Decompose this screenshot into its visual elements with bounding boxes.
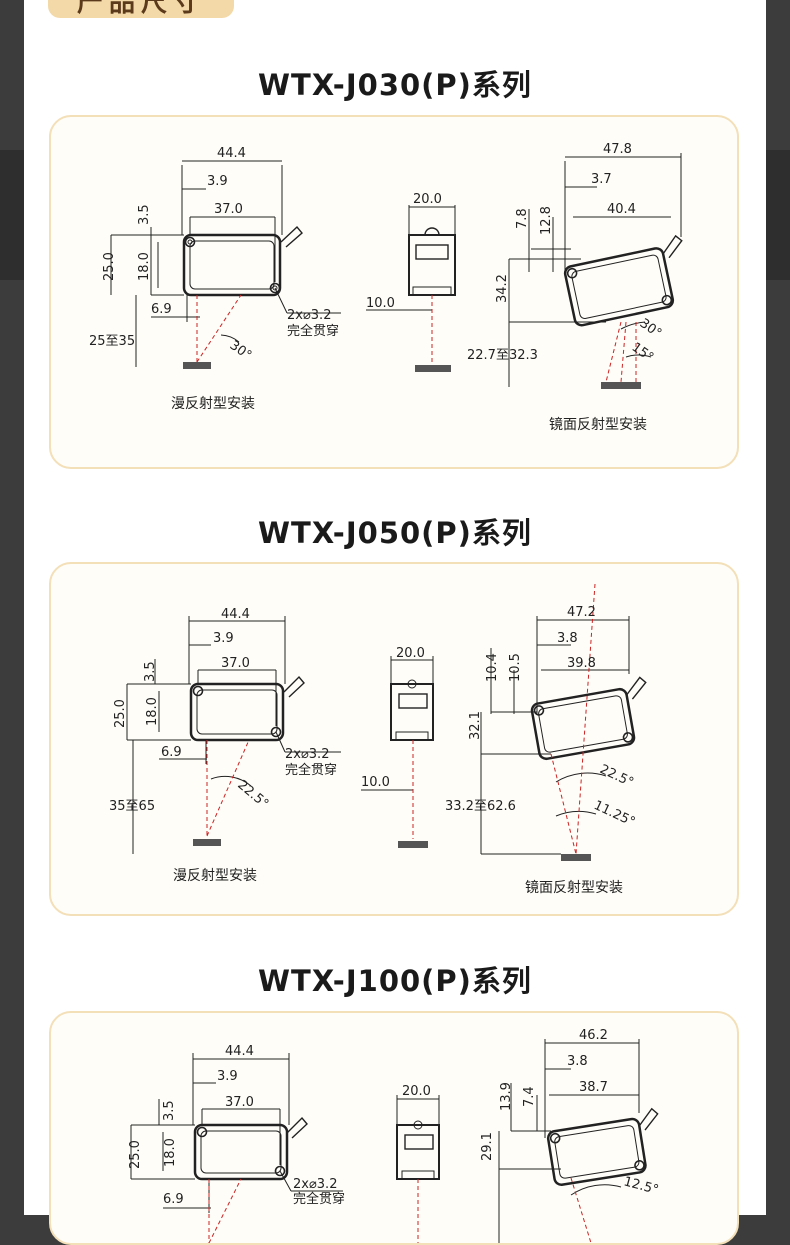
holes-spec: 2x⌀3.2 bbox=[287, 308, 331, 323]
holes-spec: 2x⌀3.2 bbox=[293, 1177, 337, 1192]
dim-mirror-offset: 3.8 bbox=[557, 631, 578, 646]
dim-depth: 20.0 bbox=[413, 192, 442, 207]
target-surface bbox=[183, 362, 211, 369]
dim-hole-height: 18.0 bbox=[163, 1138, 178, 1167]
dim-offset: 3.9 bbox=[207, 174, 228, 189]
dim-height: 25.0 bbox=[113, 699, 128, 728]
dim-distance: 25至35 bbox=[89, 334, 135, 349]
dimension-drawing-j100: 44.4 3.9 37.0 3.5 25.0 18.0 6.9 2x⌀3.2 完… bbox=[128, 1028, 660, 1243]
diagram-card-j100: 44.4 3.9 37.0 3.5 25.0 18.0 6.9 2x⌀3.2 完… bbox=[49, 1011, 739, 1245]
dim-hole-span: 37.0 bbox=[221, 656, 250, 671]
dim-beam-pos: 10.0 bbox=[366, 296, 395, 311]
caption-diffuse: 漫反射型安装 bbox=[173, 868, 257, 884]
dim-beam-pos: 10.0 bbox=[361, 775, 390, 790]
holes-note: 完全贯穿 bbox=[293, 1191, 345, 1207]
diagram-card-j030: 44.4 3.9 37.0 3.5 25.0 18.0 6.9 2x⌀3.2 完… bbox=[49, 115, 739, 469]
dim-mirror-v2: 7.4 bbox=[522, 1086, 537, 1107]
dim-height: 25.0 bbox=[128, 1140, 143, 1169]
dim-mirror-body-height: 34.2 bbox=[495, 274, 510, 303]
dim-mirror-width: 46.2 bbox=[579, 1028, 608, 1043]
dim-offset: 3.9 bbox=[213, 631, 234, 646]
dim-top-gap: 3.5 bbox=[143, 661, 158, 682]
dim-angle: 30° bbox=[227, 338, 254, 364]
dim-mirror-body-height: 32.1 bbox=[468, 711, 483, 740]
dim-hole-height: 18.0 bbox=[145, 697, 160, 726]
diagram-card-j050: 44.4 3.9 37.0 3.5 25.0 18.0 6.9 2x⌀3.2 完… bbox=[49, 562, 739, 916]
holes-spec: 2x⌀3.2 bbox=[285, 747, 329, 762]
dimension-drawing-j050: 44.4 3.9 37.0 3.5 25.0 18.0 6.9 2x⌀3.2 完… bbox=[109, 583, 647, 896]
dim-mirror-width: 47.8 bbox=[603, 142, 632, 157]
dim-mirror-hole-span: 38.7 bbox=[579, 1080, 608, 1095]
caption-diffuse: 漫反射型安装 bbox=[171, 396, 255, 412]
dim-mirror-hole-span: 39.8 bbox=[567, 656, 596, 671]
dim-mirror-body-height: 29.1 bbox=[480, 1132, 495, 1161]
dim-top-gap: 3.5 bbox=[162, 1100, 177, 1121]
dim-mirror-v1: 7.8 bbox=[515, 208, 530, 229]
dim-mirror-v1: 10.4 bbox=[485, 653, 500, 682]
dim-mirror-angle1: 30° bbox=[637, 316, 664, 342]
holes-note: 完全贯穿 bbox=[285, 762, 337, 778]
dim-top-gap: 3.5 bbox=[137, 204, 152, 225]
dim-mirror-distance: 33.2至62.6 bbox=[445, 799, 516, 814]
caption-mirror: 镜面反射型安装 bbox=[525, 880, 623, 896]
dim-mirror-v2: 10.5 bbox=[508, 653, 523, 682]
dim-width: 44.4 bbox=[221, 607, 250, 622]
dim-mirror-distance: 22.7至32.3 bbox=[467, 348, 538, 363]
series-title-j030: WTX-J030(P)系列 bbox=[258, 68, 532, 102]
dim-beam-offset: 6.9 bbox=[151, 302, 172, 317]
dimension-drawing-j030: 44.4 3.9 37.0 3.5 25.0 18.0 6.9 2x⌀3.2 完… bbox=[89, 142, 683, 433]
sensor-body-front bbox=[182, 233, 282, 297]
dim-mirror-offset: 3.8 bbox=[567, 1054, 588, 1069]
dim-mirror-angle2: 11.25° bbox=[591, 798, 637, 830]
dim-mirror-offset: 3.7 bbox=[591, 172, 612, 187]
cable-stub bbox=[280, 225, 303, 248]
dim-width: 44.4 bbox=[217, 146, 246, 161]
dim-beam-offset: 6.9 bbox=[161, 745, 182, 760]
section-tag: 产品尺寸 bbox=[48, 0, 234, 18]
dim-hole-height: 18.0 bbox=[137, 252, 152, 281]
dim-distance: 35至65 bbox=[109, 799, 155, 814]
dim-depth: 20.0 bbox=[402, 1084, 431, 1099]
dim-mirror-angle1: 12.5° bbox=[622, 1174, 660, 1198]
dim-mirror-angle1: 22.5° bbox=[597, 762, 635, 791]
dim-offset: 3.9 bbox=[217, 1069, 238, 1084]
section-tag-label: 产品尺寸 bbox=[76, 0, 205, 18]
sensor-body-side bbox=[408, 234, 456, 296]
series-title-j050: WTX-J050(P)系列 bbox=[258, 516, 532, 550]
holes-note: 完全贯穿 bbox=[287, 323, 339, 339]
dim-mirror-hole-span: 40.4 bbox=[607, 202, 636, 217]
dim-mirror-angle2: 15° bbox=[629, 340, 656, 366]
dim-width: 44.4 bbox=[225, 1044, 254, 1059]
dim-hole-span: 37.0 bbox=[225, 1095, 254, 1110]
dim-angle: 22.5° bbox=[234, 778, 271, 812]
dim-mirror-v2: 12.8 bbox=[539, 206, 554, 235]
dim-mirror-v1: 13.9 bbox=[499, 1082, 514, 1111]
dim-mirror-width: 47.2 bbox=[567, 605, 596, 620]
caption-mirror: 镜面反射型安装 bbox=[549, 417, 647, 433]
dim-depth: 20.0 bbox=[396, 646, 425, 661]
dim-height: 25.0 bbox=[102, 252, 117, 281]
dim-hole-span: 37.0 bbox=[214, 202, 243, 217]
dim-beam-offset: 6.9 bbox=[163, 1192, 184, 1207]
sensor-body-mirror bbox=[563, 247, 675, 327]
series-title-j100: WTX-J100(P)系列 bbox=[258, 964, 532, 998]
